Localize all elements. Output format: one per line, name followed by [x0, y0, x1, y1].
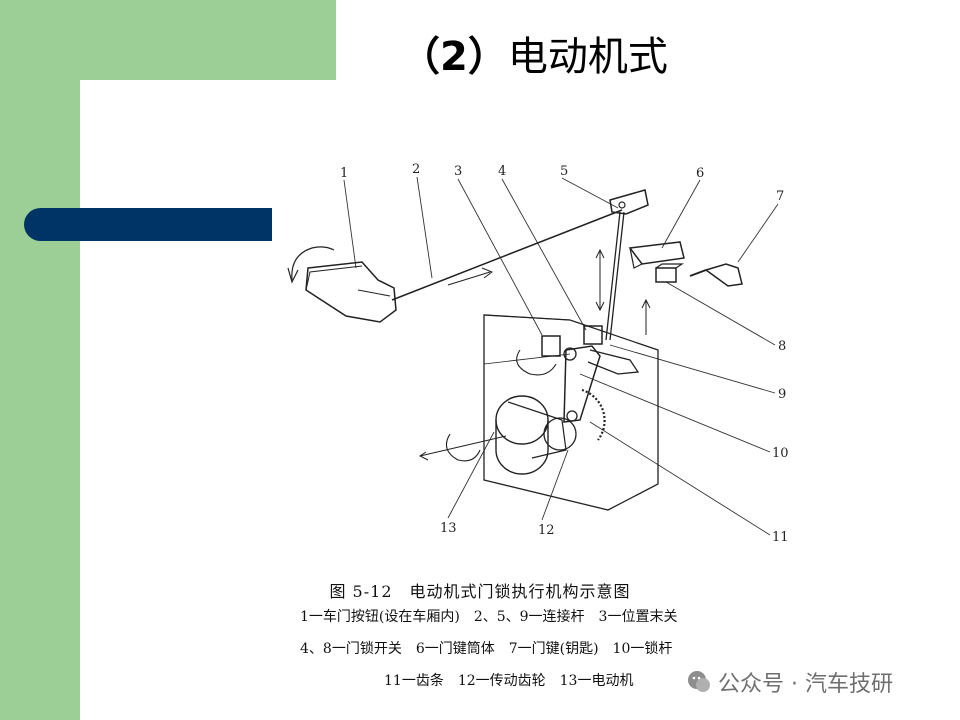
- content-panel: [80, 80, 960, 720]
- door-lock-switch-4: [583, 325, 603, 345]
- part-label-6: 6: [696, 166, 704, 181]
- wechat-icon: [688, 671, 710, 692]
- left-green-band: [0, 0, 80, 720]
- part-label-1: 1: [340, 166, 348, 181]
- key-cylinder-6: [628, 241, 685, 265]
- part-label-3: 3: [454, 164, 462, 179]
- part-label-9: 9: [778, 387, 786, 402]
- lock-lever-10: [563, 345, 601, 423]
- drive-gear-12: [543, 417, 577, 451]
- part-label-2: 2: [412, 162, 420, 177]
- link-rod-9: [587, 349, 640, 375]
- connecting-rod-2: [391, 209, 623, 301]
- rack-11: [581, 388, 606, 441]
- part-label-7: 7: [776, 189, 784, 204]
- watermark: 公众号 · 汽车技研: [686, 666, 893, 698]
- door-button-shape: [305, 261, 397, 323]
- legend-line-2: 4、8一门锁开关 6一门键筒体 7一门键(钥匙) 10一锁杆: [300, 641, 673, 657]
- accent-bar: [24, 208, 272, 241]
- part-label-8: 8: [778, 339, 786, 354]
- rotation-arrow-3: [445, 433, 481, 462]
- part-number-labels: 1 2 3 4 5 6 7 8 9 10 11 12 13: [340, 162, 789, 545]
- watermark-text: 公众号 · 汽车技研: [718, 672, 893, 697]
- door-key-7: [704, 263, 743, 287]
- part-label-5: 5: [560, 164, 568, 179]
- door-lock-diagram: 1 2 3 4 5 6 7 8 9 10 11 12 13: [287, 162, 789, 545]
- part-label-10: 10: [772, 446, 789, 461]
- title-number: （2）: [400, 34, 508, 80]
- legend-line-1: 1一车门按钮(设在车厢内) 2、5、9一连接杆 3一位置末关: [300, 609, 678, 625]
- part-label-12: 12: [538, 523, 555, 538]
- part-label-11: 11: [772, 530, 789, 545]
- lock-switch-8: [655, 267, 677, 283]
- title-text: 电动机式: [507, 34, 668, 80]
- position-switch-3: [541, 335, 561, 357]
- figure-caption: 图 5-12 电动机式门锁执行机构示意图: [329, 582, 631, 601]
- lock-housing: [483, 314, 659, 511]
- legend-line-3: 11一齿条 12一传动齿轮 13一电动机: [384, 673, 634, 689]
- rotation-arrow-2: [516, 349, 557, 376]
- part-label-4: 4: [498, 164, 506, 179]
- link-bracket-5: [609, 189, 649, 215]
- part-label-13: 13: [440, 521, 457, 536]
- top-green-band: [0, 0, 336, 80]
- slide-title: （2）电动机式: [400, 24, 668, 82]
- rotation-arrow-1: [291, 246, 335, 281]
- leader-lines: [343, 176, 779, 536]
